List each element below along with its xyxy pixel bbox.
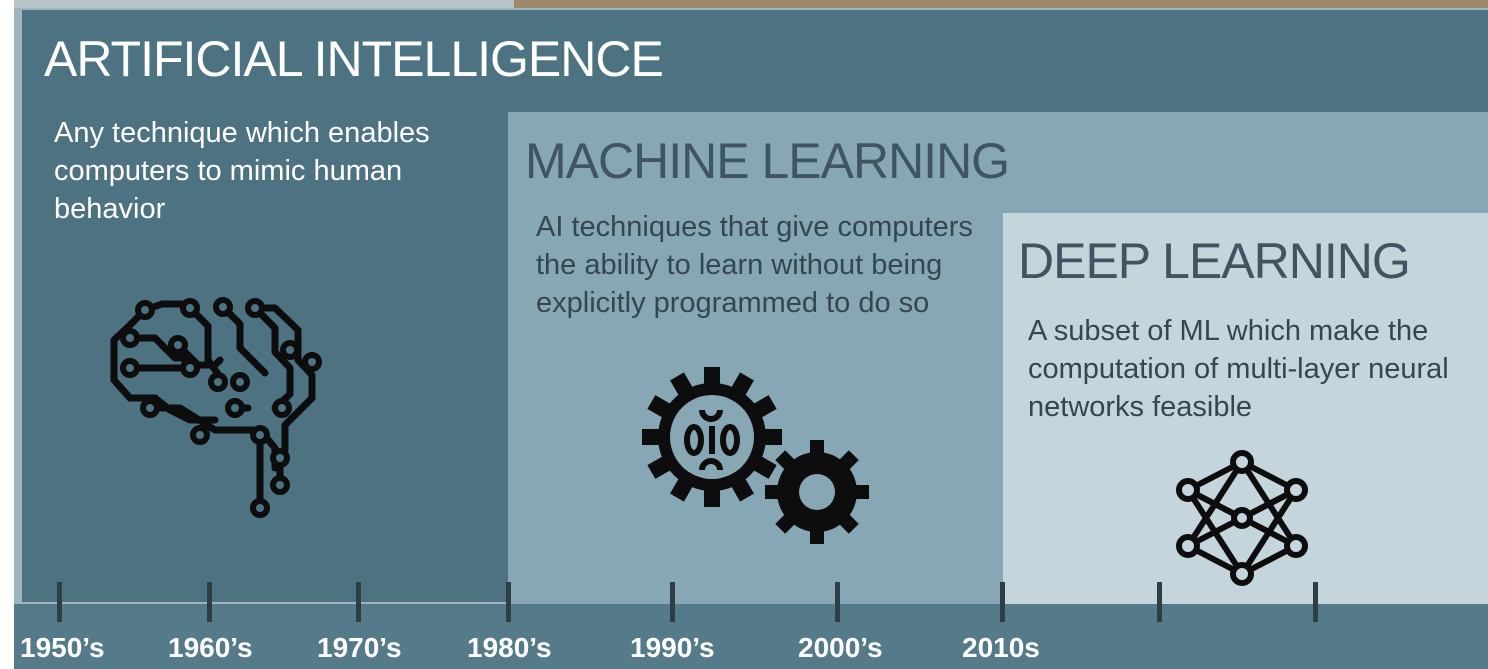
neural-network-icon [1176,450,1308,586]
year-label-1970s: 1970’s [317,632,402,663]
year-label-1960s: 1960’s [168,632,253,663]
year-label-1980s: 1980’s [467,632,552,663]
ai-description: Any technique which enables computers to… [54,117,430,225]
circuit-brain-icon [110,297,322,518]
year-label-1950s: 1950’s [20,632,105,663]
top-border [14,0,1488,8]
dl-description: A subset of ML which make the computatio… [1028,315,1449,423]
timeline-tick [670,582,675,622]
ml-description: AI techniques that give computers the ab… [536,211,973,319]
timeline-tick [1000,582,1005,622]
timeline-tick [356,582,361,622]
top-border-highlight [14,0,514,8]
timeline-tick [57,582,62,622]
year-label-1990s: 1990’s [630,632,715,663]
year-label-2000s: 2000’s [798,632,883,663]
binary-gears-icon [642,367,869,544]
timeline-tick [1157,582,1162,622]
timeline-tick [835,582,840,622]
timeline-tick [506,582,511,622]
timeline-bar [14,604,1488,669]
dl-section [1003,213,1488,606]
ml-title: MACHINE LEARNING [525,133,1010,189]
timeline-tick [207,582,212,622]
timeline-tick [1313,582,1318,622]
ai-title: ARTIFICIAL INTELLIGENCE [44,31,664,87]
dl-title: DEEP LEARNING [1018,233,1411,289]
year-label-2010s: 2010s [962,632,1040,663]
